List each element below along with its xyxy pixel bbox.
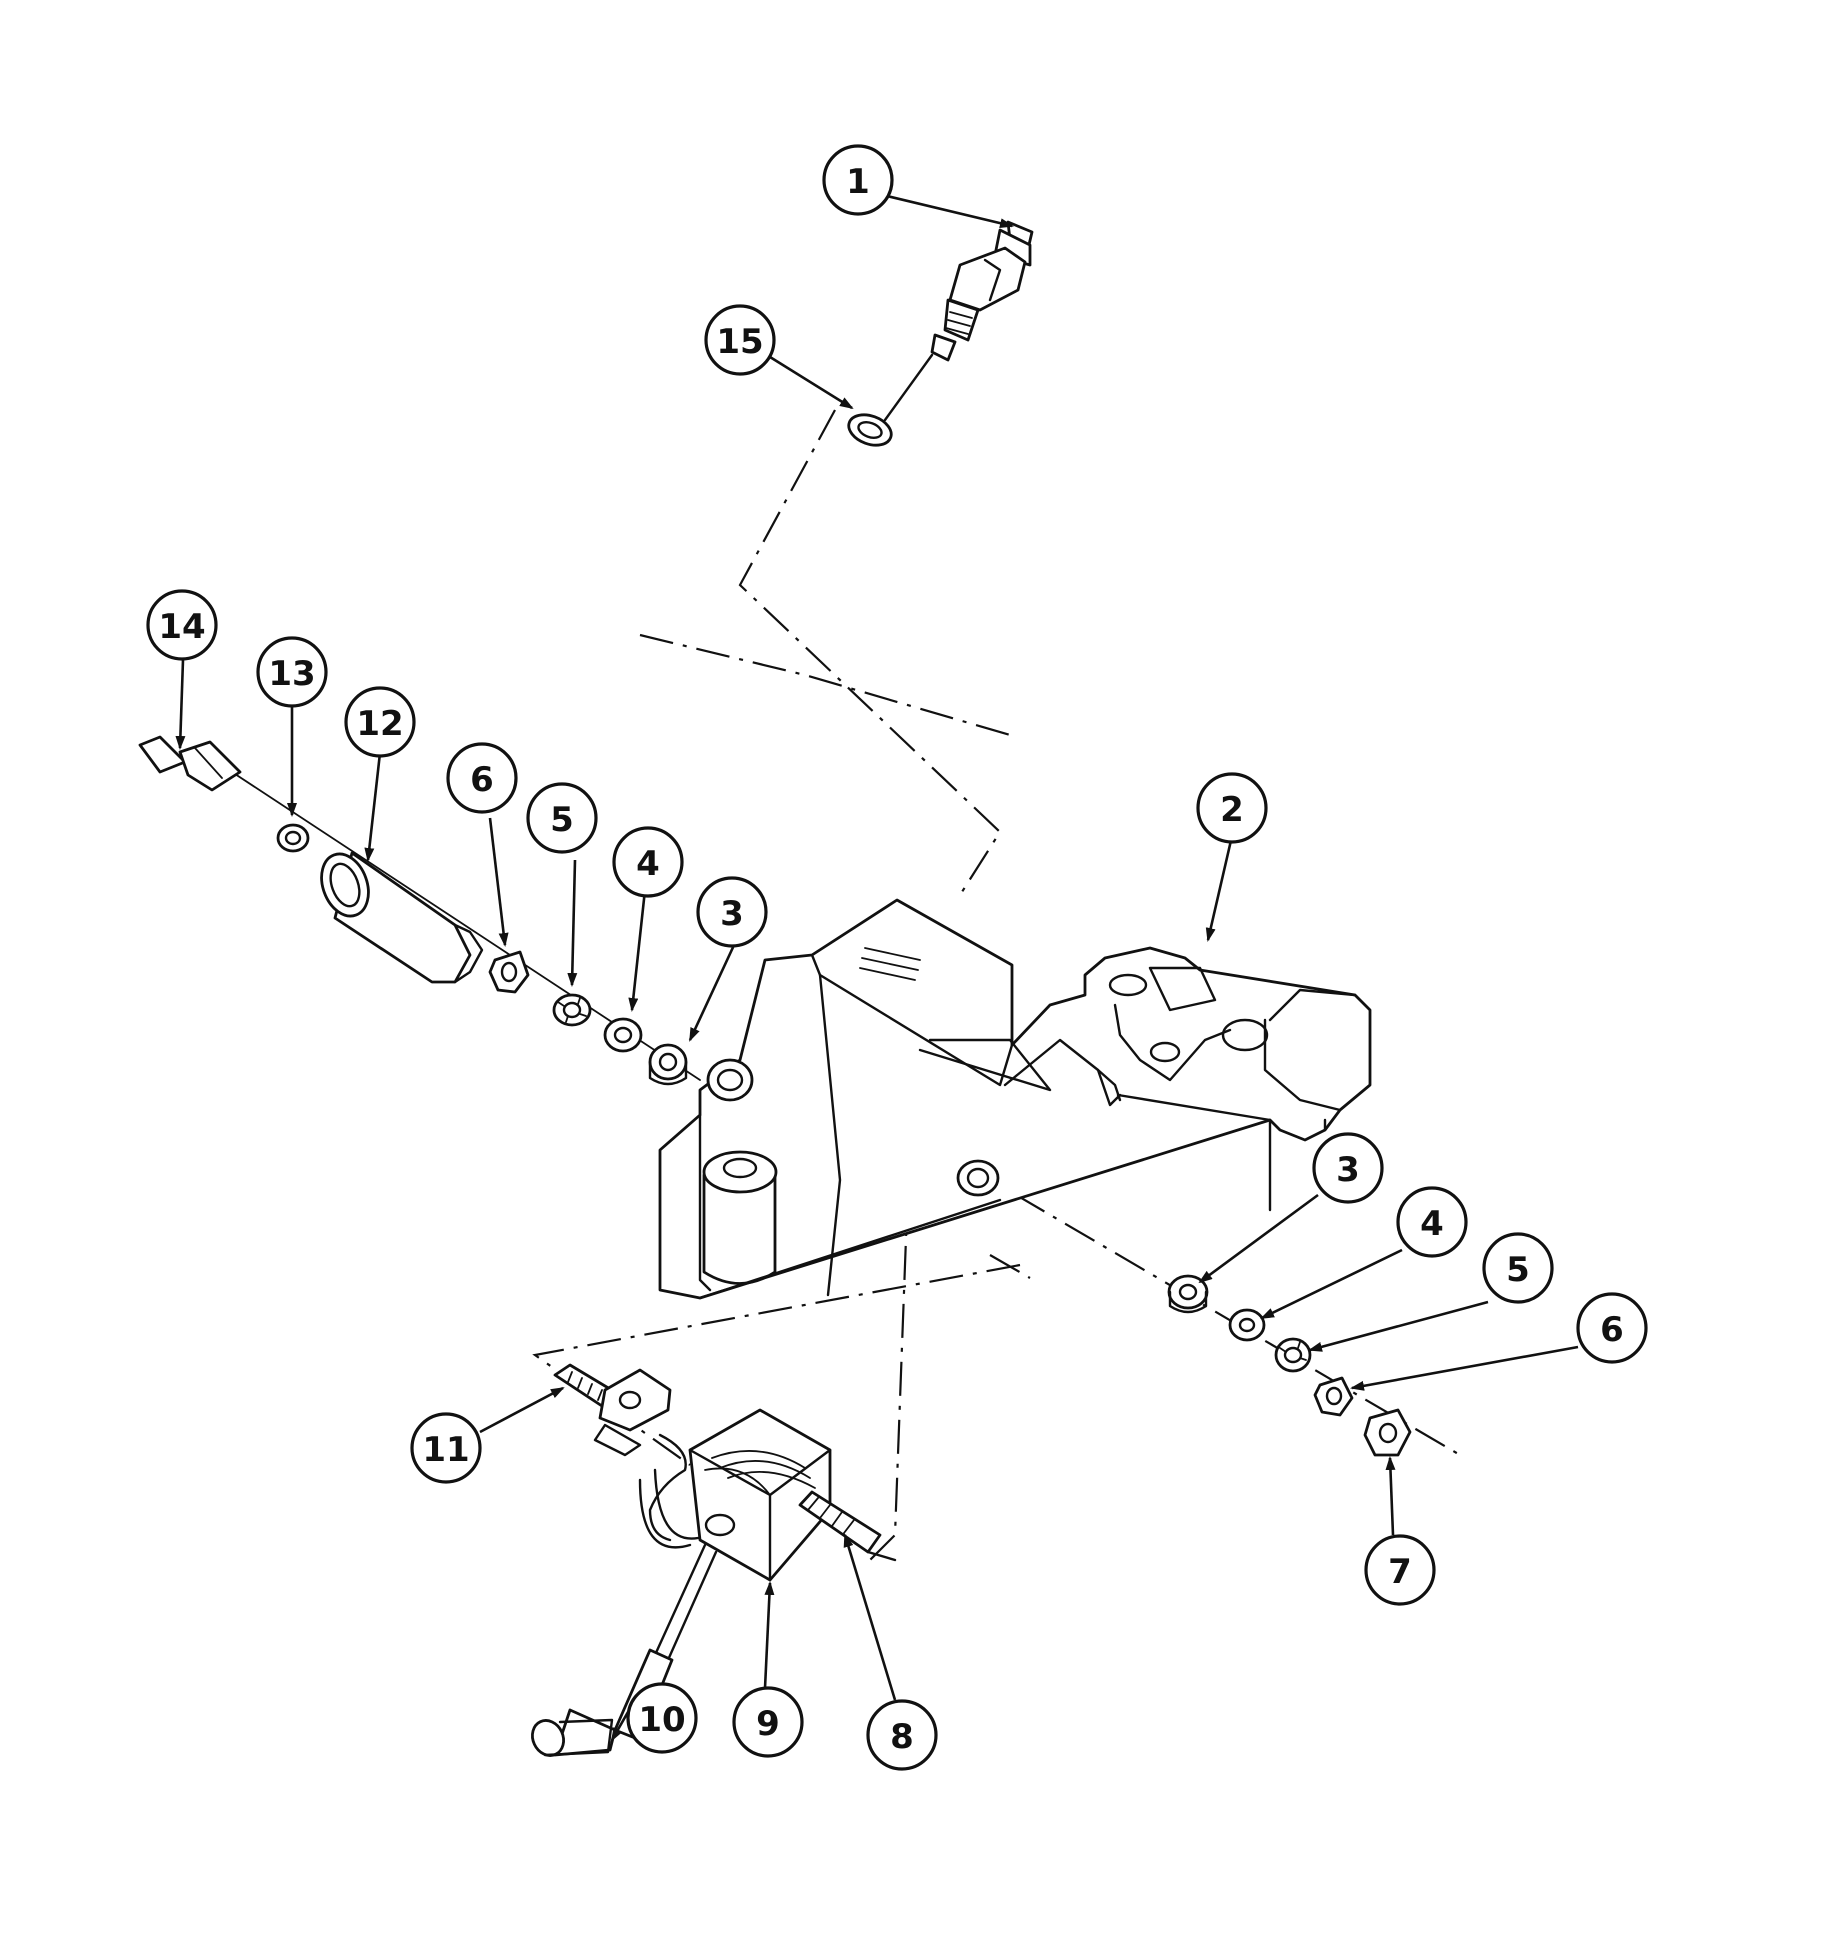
- washer-4-right: [1228, 1308, 1266, 1342]
- callout-13: 13: [256, 636, 328, 708]
- callout-3-left: 3: [696, 876, 768, 948]
- callout-5-left: 5: [526, 782, 598, 854]
- valve-body: [658, 898, 1372, 1300]
- callout-12: 12: [344, 686, 416, 758]
- insulator-3-left: [648, 1043, 688, 1086]
- callout-11-label: 11: [422, 1430, 469, 1470]
- callout-5-right: 5: [1482, 1232, 1554, 1304]
- callout-8-label: 8: [890, 1717, 914, 1757]
- callout-7: 7: [1364, 1534, 1436, 1606]
- nut-6-left: [488, 950, 530, 994]
- lock-washer-5-left: [552, 993, 592, 1027]
- callout-9: 9: [732, 1686, 804, 1758]
- callout-6-right: 6: [1576, 1292, 1648, 1364]
- callout-4-right: 4: [1396, 1186, 1468, 1258]
- callout-9-label: 9: [756, 1704, 780, 1744]
- callout-4-right-label: 4: [1420, 1204, 1444, 1244]
- nut-6-right: [1313, 1376, 1354, 1417]
- insulator-3-right: [1167, 1274, 1209, 1314]
- callout-3-right-label: 3: [1336, 1150, 1360, 1190]
- callout-5-right-label: 5: [1506, 1250, 1530, 1290]
- washer-13: [276, 823, 310, 853]
- callout-14-label: 14: [158, 607, 205, 647]
- callout-2: 2: [1196, 772, 1268, 844]
- callout-1-label: 1: [846, 162, 870, 202]
- callout-5-left-label: 5: [550, 800, 574, 840]
- callout-6-right-label: 6: [1600, 1310, 1624, 1350]
- o-ring-15: [847, 413, 893, 447]
- callout-12-label: 12: [356, 704, 403, 744]
- callout-10-label: 10: [638, 1700, 685, 1740]
- callout-1: 1: [822, 144, 894, 216]
- pressure-switch: [883, 220, 1034, 422]
- callout-6-left-label: 6: [470, 760, 494, 800]
- washer-4-left: [603, 1017, 643, 1053]
- callout-8: 8: [866, 1699, 938, 1771]
- callout-14: 14: [146, 589, 218, 661]
- callout-3-right: 3: [1312, 1132, 1384, 1204]
- callout-7-label: 7: [1388, 1552, 1412, 1592]
- lock-washer-5-right: [1274, 1337, 1312, 1373]
- callout-2-label: 2: [1220, 790, 1244, 830]
- callout-4-left-label: 4: [636, 844, 660, 884]
- sleeve-12: [320, 851, 484, 984]
- callout-3-left-label: 3: [720, 894, 744, 934]
- callout-10: 10: [626, 1682, 698, 1754]
- fitting-14: [138, 735, 242, 792]
- callout-15-label: 15: [716, 322, 763, 362]
- callout-6-left: 6: [446, 742, 518, 814]
- callout-13-label: 13: [268, 654, 315, 694]
- leader-arrows: [175, 194, 1579, 1742]
- callout-11: 11: [410, 1412, 482, 1484]
- callout-4-left: 4: [612, 826, 684, 898]
- callout-15: 15: [704, 304, 776, 376]
- nut-7: [1363, 1408, 1412, 1457]
- screw-11: [553, 1363, 687, 1542]
- solenoid-coil-9: [638, 1408, 832, 1582]
